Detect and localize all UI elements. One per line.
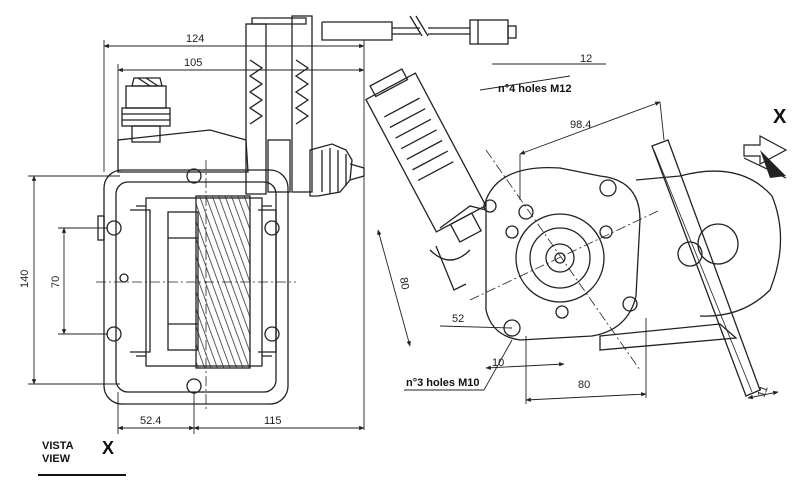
vista-view-label: VISTA VIEW X <box>38 439 126 476</box>
side-view-dimension-text: 12 98.4 80 52 10 80 11 n°4 holes M12 n°3… <box>397 53 771 399</box>
side-view-dimensions <box>377 63 779 404</box>
tilted-pump <box>365 68 487 243</box>
dim-52-4: 52.4 <box>140 415 161 427</box>
dim-12: 12 <box>580 53 592 65</box>
front-view <box>96 15 517 410</box>
front-view-dimensions <box>28 40 365 434</box>
view-letter: X <box>102 438 115 458</box>
view-text: VIEW <box>42 453 71 465</box>
dim-115: 115 <box>264 415 282 427</box>
side-flange <box>485 166 641 341</box>
rear-gear <box>679 170 782 317</box>
lever-arm <box>651 139 761 397</box>
cable <box>321 15 517 45</box>
dim-124: 124 <box>186 33 204 45</box>
view-label-underline <box>38 474 126 476</box>
dim-80-bottom: 80 <box>578 379 590 391</box>
view-arrow <box>743 134 788 179</box>
holes-m10-label: n°3 holes M10 <box>406 377 479 389</box>
dim-98-4: 98.4 <box>570 119 591 131</box>
dim-52: 52 <box>452 313 464 325</box>
dim-105: 105 <box>184 57 202 69</box>
dim-80-side: 80 <box>397 276 411 290</box>
switch-sensor <box>121 77 171 143</box>
dim-140: 140 <box>19 270 31 288</box>
dim-11: 11 <box>756 384 771 399</box>
solenoid-bellows <box>309 143 365 197</box>
main-flange <box>103 169 289 405</box>
dim-70: 70 <box>50 276 62 288</box>
pump-cylinder <box>245 15 313 195</box>
front-view-dimension-text: 124 105 140 70 52.4 115 <box>19 33 282 427</box>
side-flange-holes <box>483 179 638 337</box>
side-view <box>365 68 782 397</box>
view-arrow-letter: X <box>773 106 787 128</box>
upper-housing <box>117 129 249 173</box>
holes-m12-label: n°4 holes M12 <box>498 83 571 95</box>
vista-text: VISTA <box>42 440 74 452</box>
flange-bolt-holes <box>106 168 280 394</box>
output-bore <box>515 213 605 303</box>
dim-10: 10 <box>492 357 504 369</box>
